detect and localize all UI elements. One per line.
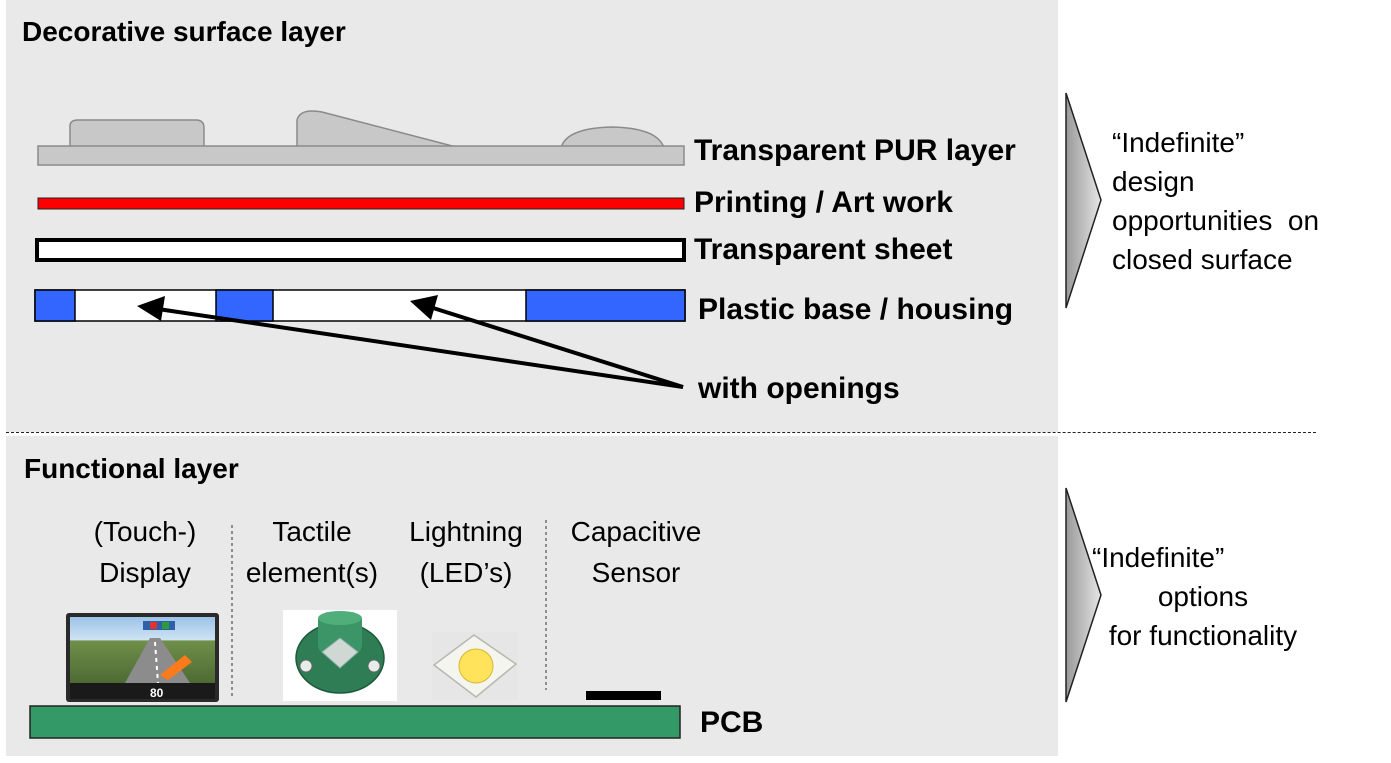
- display-column-label: (Touch-) Display: [78, 511, 212, 593]
- display-label-line2: Display: [99, 557, 191, 588]
- capacitive-sensor-bar: [586, 691, 661, 700]
- led-image: [432, 632, 518, 700]
- functional-layer-title: Functional layer: [24, 453, 239, 484]
- touch-display-image: 80: [66, 613, 219, 702]
- transparent-sheet-bar: [35, 238, 686, 262]
- pur-layer-shape: [37, 110, 685, 166]
- capacitive-column-label: Capacitive Sensor: [556, 511, 716, 593]
- pur-layer-label: Transparent PUR layer: [694, 134, 1016, 167]
- functional-layer-panel: [6, 436, 1058, 756]
- display-speed-text: 80: [150, 686, 164, 700]
- housing-label: Plastic base / housing: [698, 293, 1014, 326]
- openings-label: with openings: [698, 372, 900, 405]
- design-opportunities-arrow: [1065, 92, 1102, 309]
- capacitive-label-line2: Sensor: [591, 557, 681, 588]
- functionality-arrow: [1065, 487, 1102, 703]
- decorative-layer-panel: [6, 0, 1058, 432]
- functionality-note-line3: for functionality: [1108, 620, 1298, 651]
- functionality-note-line1: “Indefinite”: [1092, 542, 1225, 573]
- tactile-label-line2: element(s): [245, 557, 379, 588]
- tactile-label-line1: Tactile: [272, 516, 352, 547]
- housing-bar: [34, 289, 686, 322]
- openings-arrows: [137, 295, 684, 389]
- tactile-element-image: [283, 610, 397, 701]
- led-label-line1: Lightning: [409, 516, 523, 547]
- printing-layer-bar: [37, 197, 685, 210]
- decorative-layer-title: Decorative surface layer: [22, 16, 346, 47]
- design-note-line3: opportunities on: [1112, 205, 1320, 236]
- capacitive-label-line1: Capacitive: [570, 516, 702, 547]
- led-column-label: Lightning (LED’s): [396, 511, 536, 593]
- design-note-line1: “Indefinite”: [1112, 127, 1245, 158]
- functionality-note: “Indefinite” options for functionality: [1092, 538, 1314, 655]
- design-note-line2: design: [1112, 166, 1195, 197]
- design-note-line4: closed surface: [1112, 244, 1293, 275]
- led-label-line2: (LED’s): [419, 557, 513, 588]
- design-note: “Indefinite” design opportunities on clo…: [1112, 123, 1319, 279]
- printing-layer-label: Printing / Art work: [694, 186, 953, 219]
- display-label-line1: (Touch-): [93, 516, 197, 547]
- pcb-board: [29, 705, 681, 739]
- pcb-label: PCB: [700, 706, 764, 739]
- tactile-column-label: Tactile element(s): [232, 511, 392, 593]
- functionality-note-line2: options: [1157, 581, 1249, 612]
- layer-divider: [6, 432, 1316, 433]
- transparent-sheet-label: Transparent sheet: [694, 233, 953, 266]
